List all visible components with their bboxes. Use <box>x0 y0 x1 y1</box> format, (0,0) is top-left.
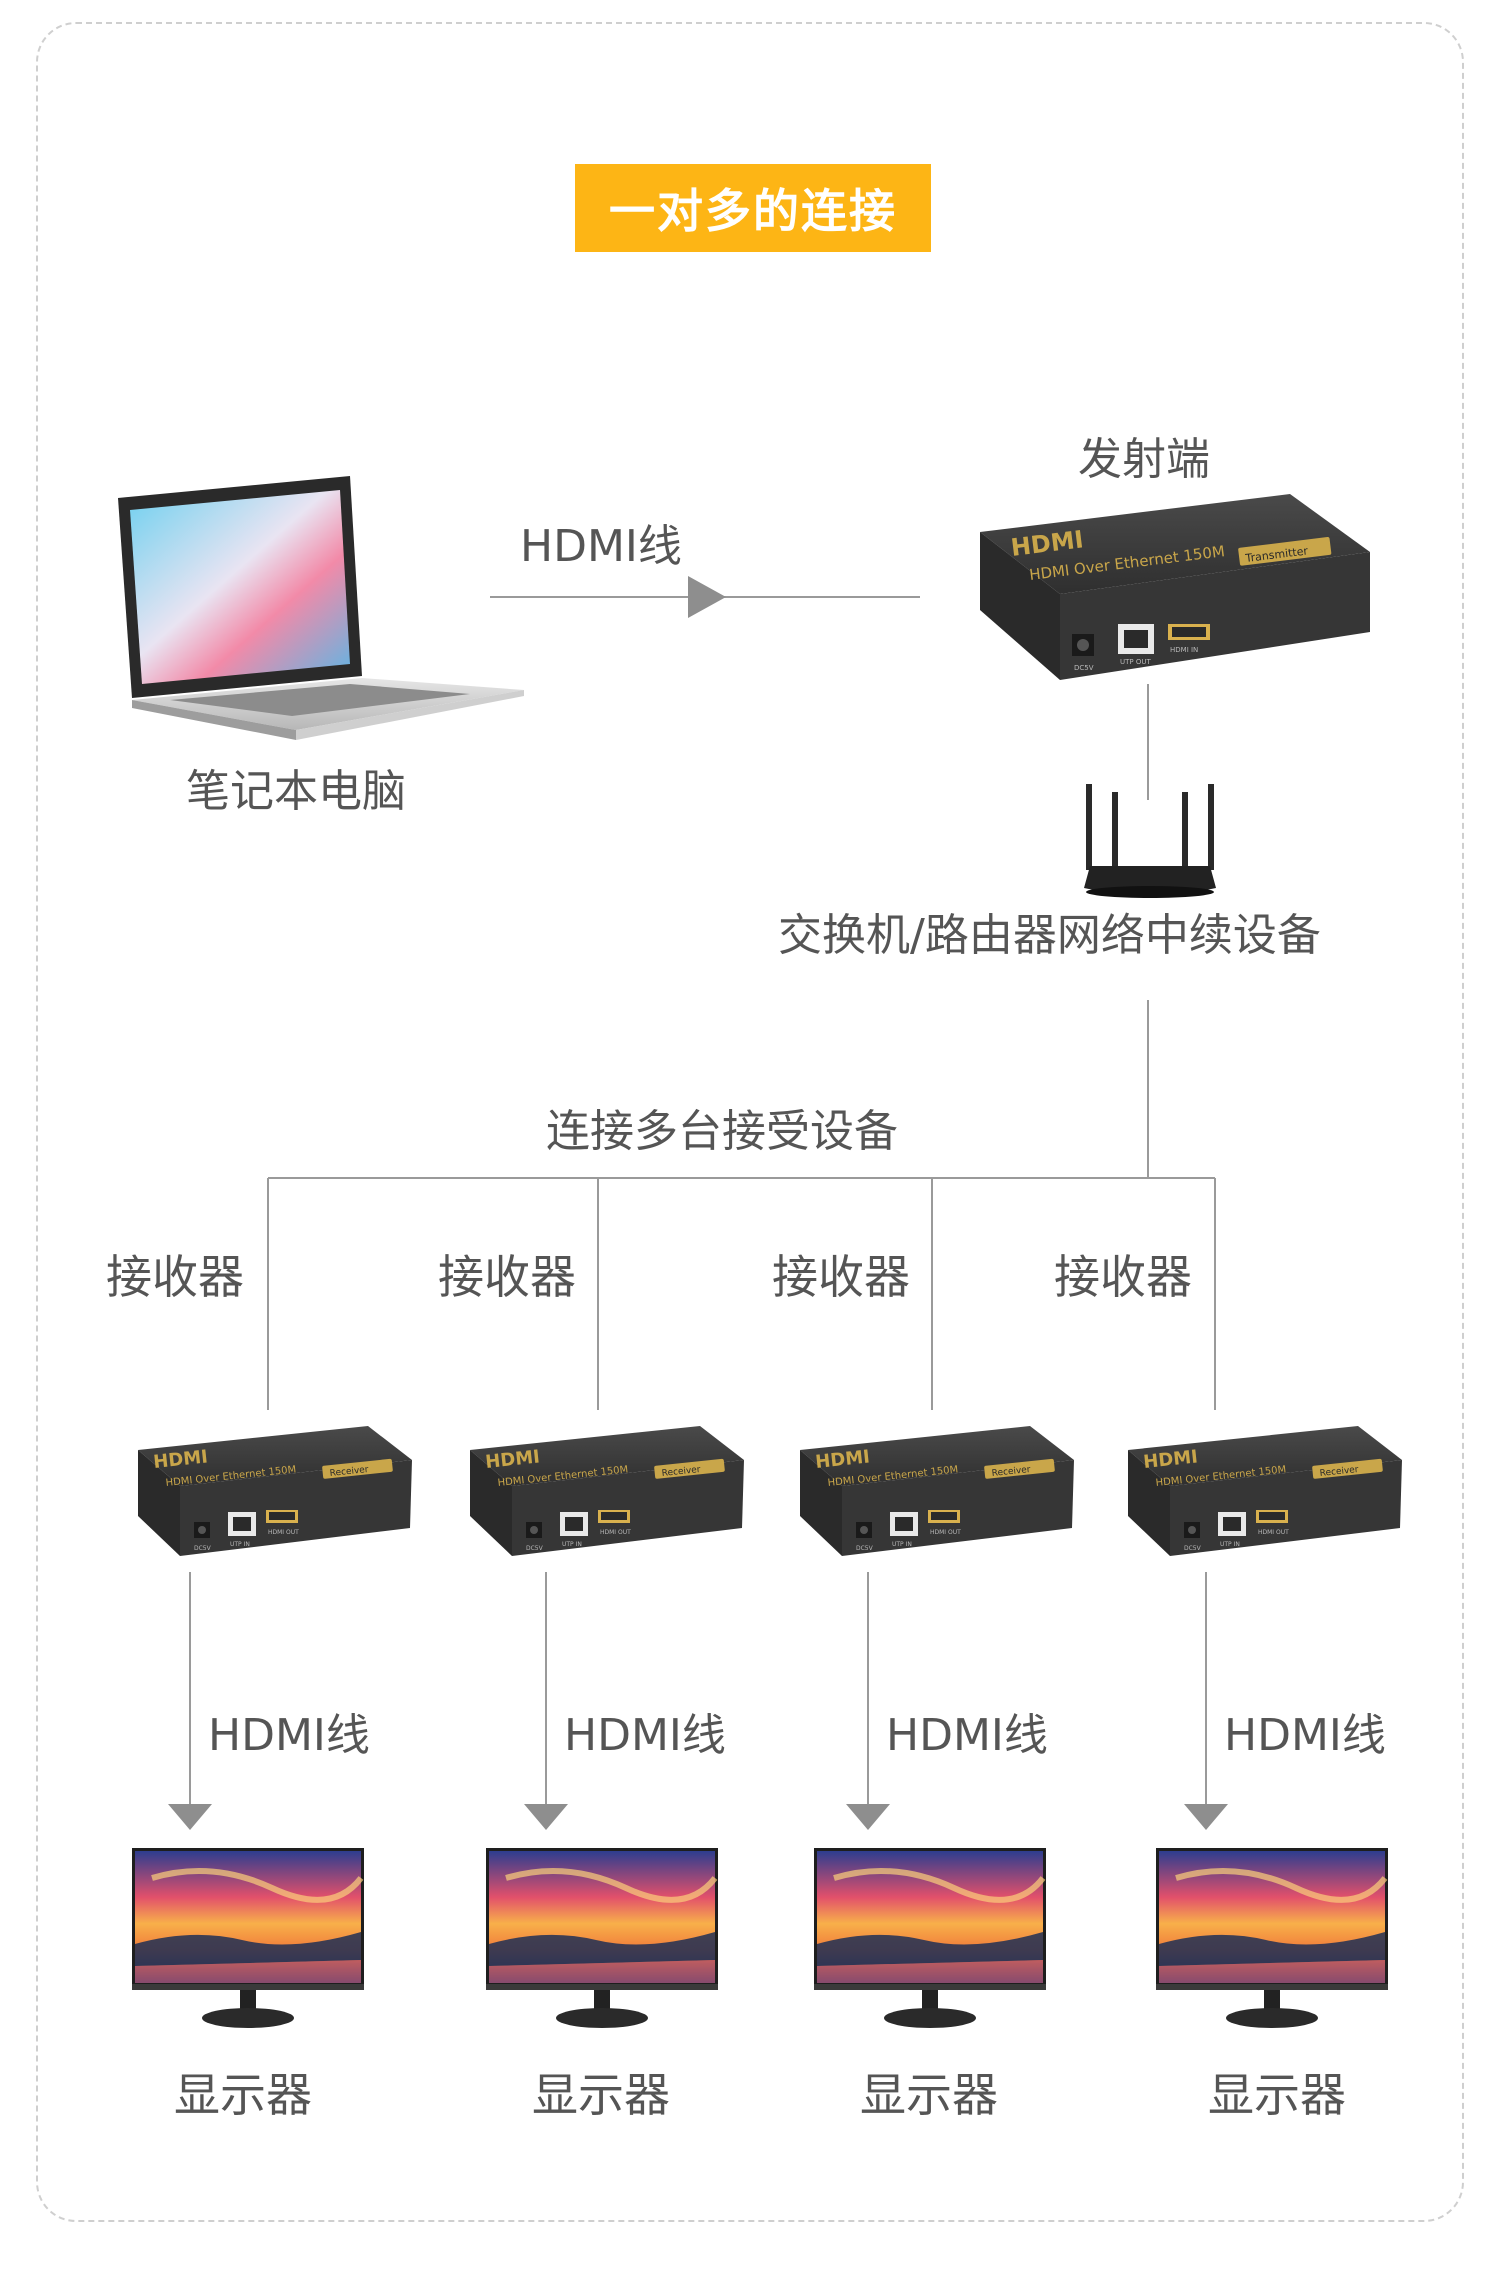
hdmi-cable-label-4: HDMI线 <box>1224 1710 1386 1761</box>
receiver-label-3: 接收器 <box>772 1250 910 1304</box>
svg-text:DC5V: DC5V <box>1184 1545 1202 1552</box>
receiver-label-4: 接收器 <box>1054 1250 1192 1304</box>
receiver-badge: Receiver <box>991 1465 1031 1479</box>
receiver-label-2: 接收器 <box>438 1250 576 1304</box>
receiver-drop-lines <box>267 1178 1216 1410</box>
transmitter-device-icon: HDMI HDMI Over Ethernet 150M Transmitter… <box>980 494 1370 680</box>
display-label-2: 显示器 <box>532 2068 670 2122</box>
branch-label: 连接多台接受设备 <box>546 1106 898 1157</box>
svg-text:UTP IN: UTP IN <box>1220 1541 1240 1548</box>
svg-text:HDMI OUT: HDMI OUT <box>600 1529 631 1536</box>
receiver-badge: Receiver <box>661 1465 701 1479</box>
arrow-down-icon <box>168 1804 212 1830</box>
monitor-icon <box>486 1848 718 2028</box>
hdmi-cable-label-2: HDMI线 <box>564 1710 726 1761</box>
router-icon <box>1084 784 1216 898</box>
monitor-icon <box>814 1848 1046 2028</box>
arrow-right-icon <box>688 576 726 618</box>
laptop-label: 笔记本电脑 <box>186 766 406 817</box>
hdmi-cable-label-3: HDMI线 <box>886 1710 1048 1761</box>
svg-text:DC5V: DC5V <box>526 1545 544 1552</box>
display-label-1: 显示器 <box>174 2068 312 2122</box>
arrow-down-icon <box>846 1804 890 1830</box>
arrow-down-icon <box>524 1804 568 1830</box>
svg-text:HDMI IN: HDMI IN <box>1170 646 1198 654</box>
page-title: 一对多的连接 <box>609 184 897 238</box>
title-banner: 一对多的连接 <box>575 164 931 252</box>
svg-text:HDMI OUT: HDMI OUT <box>268 1529 299 1536</box>
switch-label: 交换机/路由器网络中续设备 <box>778 910 1321 961</box>
display-label-4: 显示器 <box>1208 2068 1346 2122</box>
svg-text:HDMI OUT: HDMI OUT <box>930 1529 961 1536</box>
display-label-3: 显示器 <box>860 2068 998 2122</box>
receiver-badge: Receiver <box>329 1465 369 1479</box>
receiver-badge: Receiver <box>1319 1465 1359 1479</box>
svg-text:UTP IN: UTP IN <box>892 1541 912 1548</box>
hdmi-cable-label-top: HDMI线 <box>520 521 682 572</box>
svg-text:UTP IN: UTP IN <box>562 1541 582 1548</box>
transmitter-label: 发射端 <box>1078 434 1210 485</box>
monitor-icon <box>1156 1848 1388 2028</box>
svg-text:HDMI OUT: HDMI OUT <box>1258 1529 1289 1536</box>
monitor-icon <box>132 1848 364 2028</box>
svg-text:DC5V: DC5V <box>194 1545 212 1552</box>
receiver-label-1: 接收器 <box>106 1250 244 1304</box>
arrow-down-icon <box>1184 1804 1228 1830</box>
svg-text:UTP OUT: UTP OUT <box>1120 658 1151 666</box>
svg-text:DC5V: DC5V <box>856 1545 874 1552</box>
svg-text:UTP IN: UTP IN <box>230 1541 250 1548</box>
svg-text:DC5V: DC5V <box>1074 664 1094 672</box>
hdmi-cable-lines-bottom <box>168 1572 1228 1830</box>
laptop-icon <box>118 476 524 740</box>
hdmi-cable-label-1: HDMI线 <box>208 1710 370 1761</box>
dashed-frame <box>36 22 1464 2222</box>
